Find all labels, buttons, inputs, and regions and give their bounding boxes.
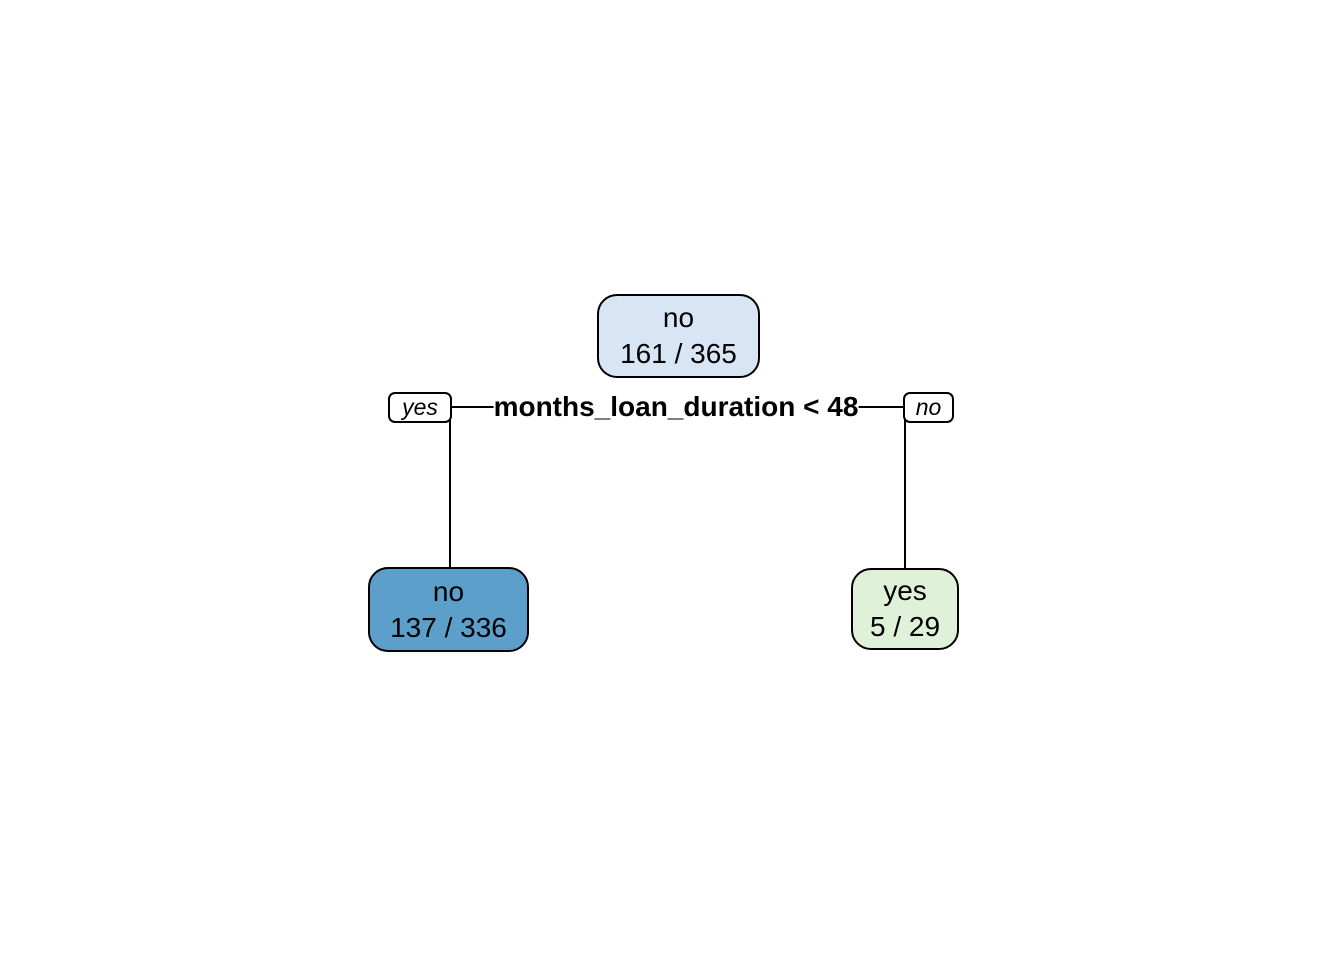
split-condition-label: months_loan_duration < 48 (493, 391, 859, 422)
root-node-stats: 161 / 365 (620, 338, 737, 369)
branch-label-yes-text: yes (402, 394, 438, 420)
branch-label-no: no (903, 392, 954, 423)
leaf-node-right-stats: 5 / 29 (869, 611, 941, 642)
branch-line-right-vertical (904, 407, 906, 569)
leaf-node-left-stats: 137 / 336 (390, 611, 507, 643)
branch-line-left-vertical (449, 407, 451, 568)
leaf-node-left: no 137 / 336 (368, 567, 529, 652)
branch-label-no-text: no (915, 394, 942, 420)
leaf-node-left-class-label: no (432, 575, 465, 607)
root-node-class-label: no (662, 302, 695, 333)
root-node: no 161 / 365 (597, 294, 760, 378)
leaf-node-right: yes 5 / 29 (851, 568, 959, 650)
branch-label-yes: yes (388, 392, 452, 423)
leaf-node-right-class-label: yes (883, 575, 927, 606)
